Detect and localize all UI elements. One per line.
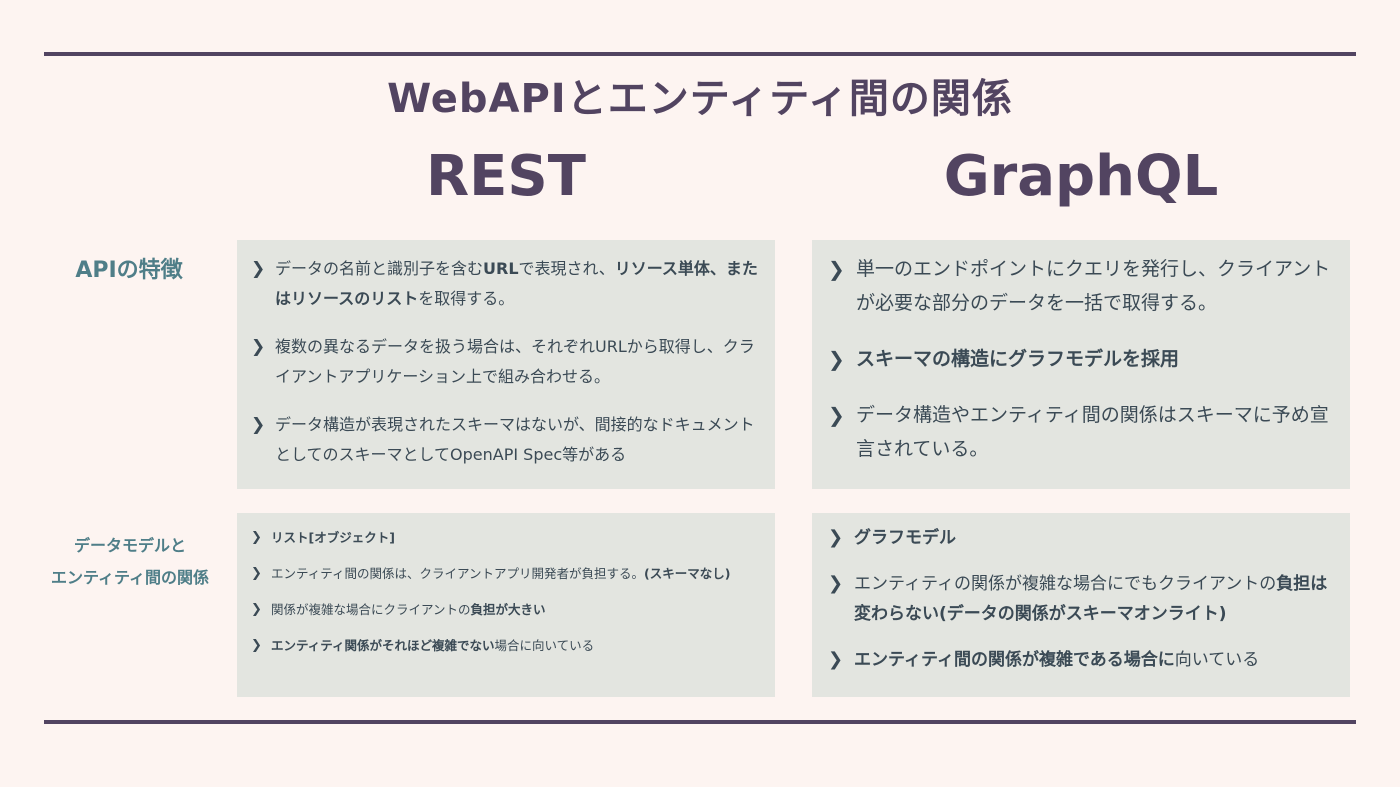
bullet-text-segment: 単一のエンドポイントにクエリを発行し、クライアントが必要な部分のデータを一括で取… (856, 258, 1331, 314)
bullet-text-segment: データの名前と識別子を含む (275, 259, 484, 278)
row-label-features: APIの特徴 (75, 258, 183, 283)
row-label-data-model-line2: エンティティ間の関係 (50, 568, 210, 587)
bullet-item: ❯ エンティティ間の関係が複雑である場合に向いている (828, 645, 1334, 675)
bullet-item: ❯ データ構造が表現されたスキーマはないが、間接的なドキュメントとしてのスキーマと… (251, 410, 759, 470)
bullet-text-segment: 関係が複雑な場合にクライアントの (271, 602, 471, 617)
chevron-right-icon: ❯ (828, 403, 845, 427)
bullet-text-segment: データ構造が表現されたスキーマはないが、間接的なドキュメントとしてのスキーマとし… (275, 415, 755, 464)
chevron-right-icon: ❯ (251, 337, 266, 357)
bullet-item: ❯ 単一のエンドポイントにクエリを発行し、クライアントが必要な部分のデータを一括で… (828, 252, 1334, 320)
chevron-right-icon: ❯ (828, 347, 845, 371)
bullet-text: グラフモデル (854, 523, 1334, 553)
bullet-item: ❯ データ構造やエンティティ間の関係はスキーマに予め宣言されている。 (828, 398, 1334, 466)
bullet-text: エンティティの関係が複雑な場合にでもクライアントの負担は変わらない(データの関係… (854, 569, 1334, 629)
bullet-item: ❯ データの名前と識別子を含むURLで表現され、リソース単体、またはリソースのリス… (251, 254, 759, 314)
bullet-text: エンティティ間の関係が複雑である場合に向いている (854, 645, 1334, 675)
column-header-rest: REST (426, 144, 586, 209)
bullet-text-bold: エンティティ間の関係が複雑である場合に (854, 650, 1175, 670)
chevron-right-icon: ❯ (251, 259, 266, 279)
bullet-item: ❯ エンティティ関係がそれほど複雑でない場合に向いている (251, 633, 759, 659)
bottom-divider (44, 720, 1356, 724)
bullet-text: データの名前と識別子を含むURLで表現され、リソース単体、またはリソースのリスト… (275, 254, 759, 314)
page-title: WebAPIとエンティティ間の関係 (387, 76, 1013, 122)
bullet-text-bold: スキーマの構造にグラフモデルを採用 (856, 348, 1180, 370)
graphql-features-panel: ❯ 単一のエンドポイントにクエリを発行し、クライアントが必要な部分のデータを一括で… (812, 240, 1350, 489)
bullet-text-segment: 向いている (1174, 650, 1260, 670)
bullet-text: 単一のエンドポイントにクエリを発行し、クライアントが必要な部分のデータを一括で取… (856, 252, 1334, 320)
bullet-text-segment: エンティティ間の関係は、クライアントアプリ開発者が負担する。 (271, 566, 645, 581)
bullet-item: ❯ エンティティ間の関係は、クライアントアプリ開発者が負担する。(スキーマなし) (251, 561, 759, 587)
row-label-data-model-line1: データモデルと (73, 536, 186, 555)
bullet-text: エンティティ関係がそれほど複雑でない場合に向いている (271, 633, 759, 659)
bullet-text: データ構造が表現されたスキーマはないが、間接的なドキュメントとしてのスキーマとし… (275, 410, 759, 470)
bullet-item: ❯ スキーマの構造にグラフモデルを採用 (828, 342, 1334, 376)
bullet-text-bold: エンティティ関係がそれほど複雑でない (271, 638, 495, 653)
bullet-text: 関係が複雑な場合にクライアントの負担が大きい (271, 597, 759, 623)
chevron-right-icon: ❯ (828, 527, 844, 548)
bullet-item: ❯ エンティティの関係が複雑な場合にでもクライアントの負担は変わらない(データの関… (828, 569, 1334, 629)
bullet-text-bold: (スキーマなし) (644, 566, 731, 581)
bullet-text-segment: 場合に向いている (494, 638, 595, 653)
bullet-text-segment: 複数の異なるデータを扱う場合は、それぞれURLから取得し、クライアントアプリケー… (275, 337, 755, 386)
bullet-text-bold: リソース単体、またはリソースのリスト (275, 259, 758, 308)
bullet-text: エンティティ間の関係は、クライアントアプリ開発者が負担する。(スキーマなし) (271, 561, 759, 587)
bullet-text-segment: を取得する。 (418, 289, 515, 308)
bullet-text: スキーマの構造にグラフモデルを採用 (856, 342, 1334, 376)
rest-features-panel: ❯ データの名前と識別子を含むURLで表現され、リソース単体、またはリソースのリス… (237, 240, 775, 489)
bullet-text-segment: データ構造やエンティティ間の関係はスキーマに予め宣言されている。 (856, 404, 1329, 460)
chevron-right-icon: ❯ (251, 566, 262, 581)
rest-data-model-panel: ❯ リスト[オブジェクト] ❯ エンティティ間の関係は、クライアントアプリ開発者が負担… (237, 513, 775, 697)
bullet-text-segment: で表現され、 (518, 259, 615, 278)
bullet-text: データ構造やエンティティ間の関係はスキーマに予め宣言されている。 (856, 398, 1334, 466)
chevron-right-icon: ❯ (251, 638, 262, 653)
bullet-text-bold: 負担が大きい (470, 602, 546, 617)
bullet-item: ❯ 関係が複雑な場合にクライアントの負担が大きい (251, 597, 759, 623)
bullet-text-bold: リスト[オブジェクト] (271, 530, 395, 545)
bullet-item: ❯ グラフモデル (828, 523, 1334, 553)
top-divider (44, 52, 1356, 56)
chevron-right-icon: ❯ (828, 649, 844, 670)
bullet-item: ❯ 複数の異なるデータを扱う場合は、それぞれURLから取得し、クライアントアプリケ… (251, 332, 759, 392)
chevron-right-icon: ❯ (251, 602, 262, 617)
bullet-item: ❯ リスト[オブジェクト] (251, 525, 759, 551)
bullet-text: 複数の異なるデータを扱う場合は、それぞれURLから取得し、クライアントアプリケー… (275, 332, 759, 392)
bullet-text-bold: グラフモデル (854, 528, 956, 548)
bullet-text: リスト[オブジェクト] (271, 525, 759, 551)
bullet-text-bold: 負担は変わらない(データの関係がスキーマオンライト) (854, 574, 1328, 624)
chevron-right-icon: ❯ (251, 415, 266, 435)
column-header-graphql: GraphQL (943, 144, 1219, 209)
graphql-data-model-panel: ❯ グラフモデル ❯ エンティティの関係が複雑な場合にでもクライアントの負担は変わらな… (812, 513, 1350, 697)
row-label-data-model: データモデルと エンティティ間の関係 (30, 530, 230, 594)
chevron-right-icon: ❯ (251, 530, 262, 545)
bullet-text-segment: エンティティの関係が複雑な場合にでもクライアントの (854, 574, 1277, 594)
chevron-right-icon: ❯ (828, 573, 844, 594)
bullet-text-bold: URL (483, 259, 519, 278)
chevron-right-icon: ❯ (828, 257, 845, 281)
